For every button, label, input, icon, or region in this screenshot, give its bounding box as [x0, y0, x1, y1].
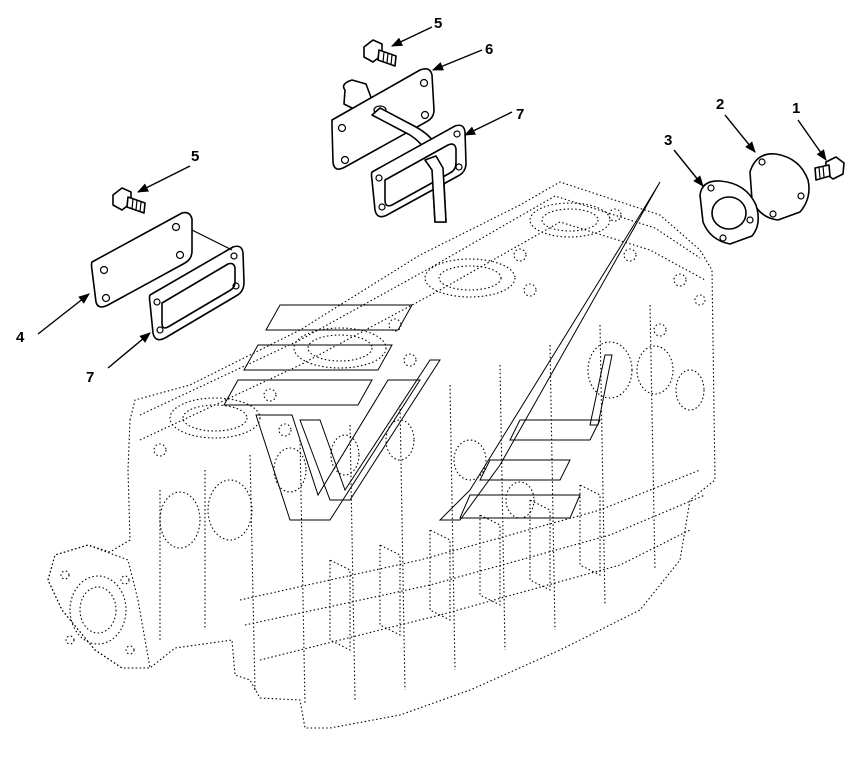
- callout-2: 2: [716, 96, 724, 113]
- bolt-right: [814, 156, 845, 181]
- callout-4: 4: [16, 329, 25, 346]
- callout-5-top: 5: [434, 15, 442, 32]
- gasket-left: [148, 229, 245, 341]
- round-cover-right: [749, 153, 810, 221]
- gasket-center: [370, 124, 467, 223]
- leader-1: [797, 119, 827, 161]
- bolt-top: [363, 39, 397, 67]
- leader-3: [673, 149, 704, 187]
- leader-5a: [136, 165, 191, 193]
- engine-block: [47, 181, 716, 729]
- callout-7-top: 7: [516, 106, 524, 123]
- leader-7b: [107, 332, 151, 369]
- callout-6: 6: [485, 41, 493, 58]
- round-gasket-right: [699, 180, 760, 245]
- callout-numbers: 1 2 3 4 5 5 6 7 7: [16, 15, 800, 386]
- callout-3: 3: [664, 132, 672, 149]
- bolt-left: [112, 187, 146, 214]
- leader-2: [724, 114, 756, 153]
- watermark-logo: [223, 181, 661, 521]
- leader-4: [37, 293, 90, 335]
- callout-1: 1: [792, 100, 800, 117]
- leader-lines: [37, 26, 827, 369]
- leader-6: [431, 49, 483, 71]
- cover-plate-tube: [331, 68, 447, 223]
- leader-7a: [463, 111, 513, 136]
- callout-7-left: 7: [86, 369, 94, 386]
- callout-5-left: 5: [191, 148, 199, 165]
- leader-5b: [390, 26, 433, 47]
- cover-plate-left: [90, 211, 193, 308]
